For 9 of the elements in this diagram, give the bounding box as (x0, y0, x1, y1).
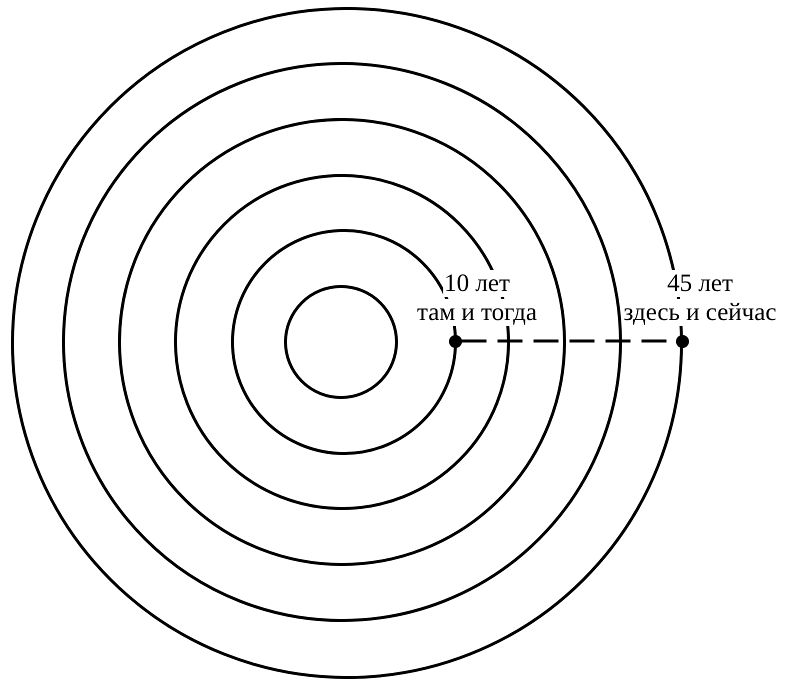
time-caption: там и тогда (416, 299, 538, 326)
age-label: 10 лет (443, 270, 511, 297)
dot-icon (448, 334, 462, 348)
concentric-circle (284, 285, 398, 399)
time-caption: здесь и сейчас (622, 299, 778, 326)
dot-icon (676, 334, 688, 348)
age-label: 45 лет (666, 270, 734, 297)
concentric-circle (118, 118, 566, 566)
concentric-circle (62, 62, 622, 622)
